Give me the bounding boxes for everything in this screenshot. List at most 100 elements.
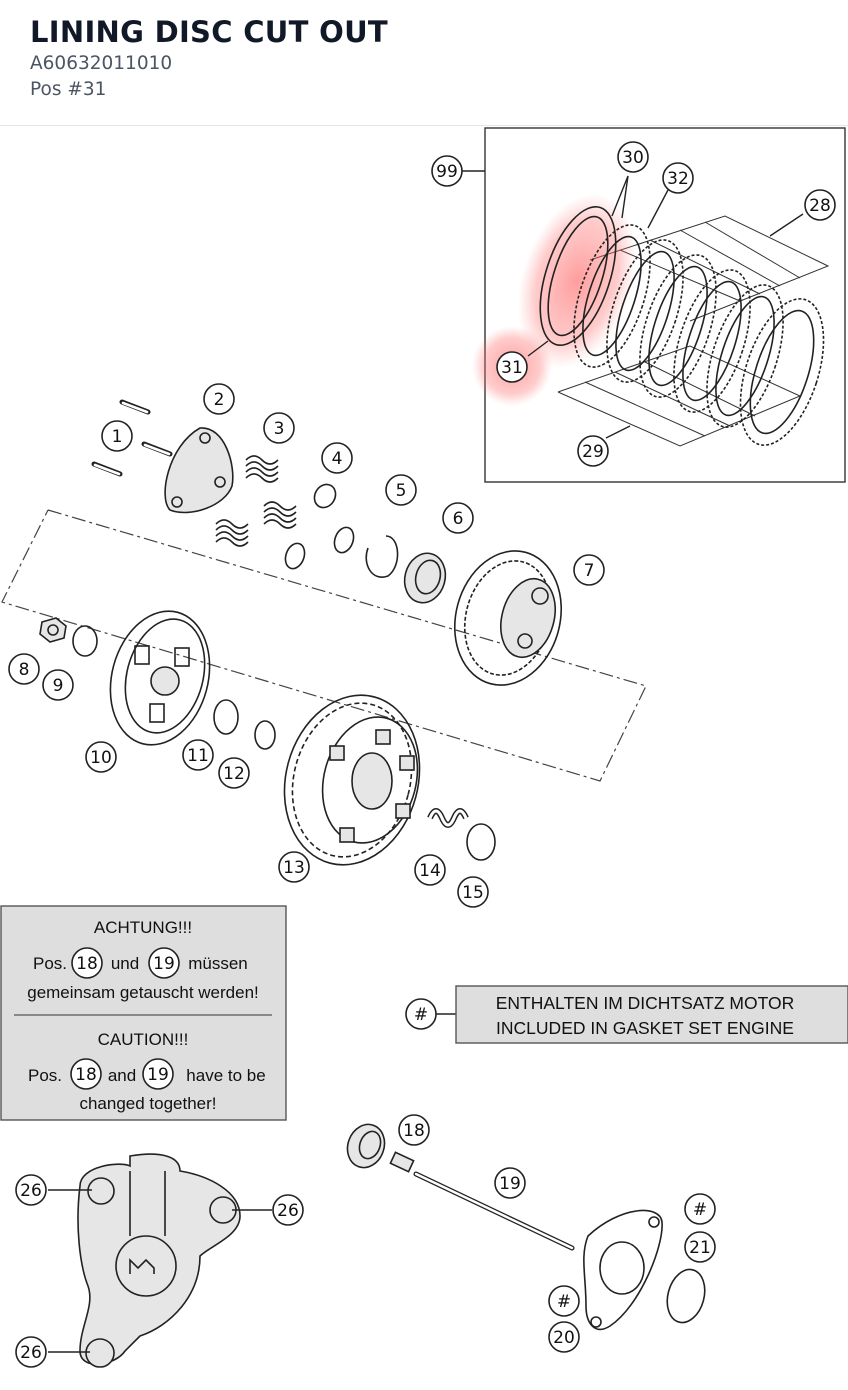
callout-20[interactable]: 20 [548, 1321, 580, 1353]
svg-text:6: 6 [453, 509, 464, 529]
warning-box: ACHTUNG!!! Pos. 18 und 19 müssen gemeins… [0, 905, 287, 1121]
part-2-plate [164, 427, 234, 514]
part-5-circlip [365, 535, 399, 578]
svg-text:9: 9 [53, 676, 64, 696]
legend-line-en: INCLUDED IN GASKET SET ENGINE [496, 1018, 794, 1038]
warning-ref-19-en: 19 [147, 1065, 169, 1085]
svg-text:13: 13 [283, 858, 305, 878]
svg-text:10: 10 [90, 748, 112, 768]
callout-13[interactable]: 13 [278, 851, 310, 883]
callout-hash-21[interactable]: # [684, 1193, 716, 1225]
part-4-washer-a [313, 483, 337, 509]
callout-31[interactable]: 31 [496, 351, 528, 383]
part-11-ring [213, 699, 239, 735]
part-number: A60632011010 [30, 53, 173, 74]
part-4-washer-c [284, 542, 306, 570]
part-20-gasket [583, 1209, 663, 1331]
svg-text:32: 32 [667, 169, 689, 189]
part-7-inner-hub [453, 550, 563, 686]
part-14-spring [427, 808, 469, 828]
warning-ref-19-de: 19 [153, 954, 175, 974]
svg-text:7: 7 [584, 561, 595, 581]
warning-title-en: CAUTION!!! [98, 1030, 189, 1049]
disc-pack-frame [484, 127, 846, 483]
svg-text:18: 18 [403, 1121, 425, 1141]
warning-und: und [111, 954, 139, 973]
svg-text:11: 11 [187, 746, 209, 766]
callout-14[interactable]: 14 [414, 854, 446, 886]
callout-9[interactable]: 9 [42, 669, 74, 701]
svg-text:28: 28 [809, 196, 831, 216]
callout-hash-20[interactable]: # [548, 1285, 580, 1317]
callout-5[interactable]: 5 [385, 474, 417, 506]
svg-text:5: 5 [396, 481, 407, 501]
part-21-o-ring [666, 1268, 706, 1324]
part-3-springs [215, 455, 297, 547]
svg-text:14: 14 [419, 861, 441, 881]
svg-text:19: 19 [499, 1174, 521, 1194]
svg-text:#: # [414, 1005, 428, 1025]
svg-text:26: 26 [20, 1181, 42, 1201]
callout-26-top[interactable]: 26 [15, 1174, 47, 1206]
callout-30[interactable]: 30 [617, 141, 649, 173]
part-15-washer [466, 823, 496, 861]
clutch-disc-stack [539, 206, 825, 446]
svg-text:26: 26 [20, 1343, 42, 1363]
part-13-outer-basket [283, 694, 421, 866]
part-6-bearing [403, 552, 447, 604]
svg-text:31: 31 [501, 358, 523, 378]
svg-text:29: 29 [582, 442, 604, 462]
warning-mid-de: müssen [188, 954, 248, 973]
warning-mid-en: have to be [186, 1066, 265, 1085]
callout-6[interactable]: 6 [442, 502, 474, 534]
part-1-bolts [91, 399, 173, 477]
legend-line-de: ENTHALTEN IM DICHTSATZ MOTOR [496, 993, 794, 1013]
svg-text:#: # [557, 1292, 571, 1312]
part-18-seal [346, 1123, 386, 1169]
svg-text:15: 15 [462, 883, 484, 903]
callout-11[interactable]: 11 [182, 739, 214, 771]
callout-26-bottom[interactable]: 26 [15, 1336, 47, 1368]
warning-title-de: ACHTUNG!!! [94, 918, 192, 937]
part-19-push-rod [389, 1151, 575, 1251]
svg-text:20: 20 [553, 1328, 575, 1348]
position-label: Pos #31 [30, 79, 107, 100]
callout-hash-legend[interactable]: # [405, 998, 437, 1030]
callout-18[interactable]: 18 [398, 1114, 430, 1146]
svg-text:21: 21 [689, 1238, 711, 1258]
callout-26-right[interactable]: 26 [272, 1194, 304, 1226]
exploded-parts-diagram: ACHTUNG!!! Pos. 18 und 19 müssen gemeins… [0, 127, 848, 1368]
callout-28[interactable]: 28 [804, 189, 836, 221]
page-title: LINING DISC CUT OUT [30, 15, 389, 49]
callout-8[interactable]: 8 [8, 653, 40, 685]
svg-text:12: 12 [223, 764, 245, 784]
page-header: LINING DISC CUT OUT A60632011010 Pos #31 [0, 0, 848, 126]
callout-12[interactable]: 12 [218, 757, 250, 789]
svg-text:30: 30 [622, 148, 644, 168]
callout-19[interactable]: 19 [494, 1167, 526, 1199]
callout-2[interactable]: 2 [203, 383, 235, 415]
gasket-legend: ENTHALTEN IM DICHTSATZ MOTOR INCLUDED IN… [436, 985, 848, 1044]
warning-ref-18-en: 18 [75, 1065, 97, 1085]
callout-7[interactable]: 7 [573, 554, 605, 586]
callout-21[interactable]: 21 [684, 1231, 716, 1263]
svg-text:99: 99 [436, 162, 458, 182]
callout-32[interactable]: 32 [662, 162, 694, 194]
callout-1[interactable]: 1 [101, 420, 133, 452]
callout-15[interactable]: 15 [457, 876, 489, 908]
svg-text:1: 1 [112, 427, 123, 447]
part-9-washer [72, 625, 98, 657]
callout-29[interactable]: 29 [577, 435, 609, 467]
callout-3[interactable]: 3 [263, 412, 295, 444]
warning-line2-de: gemeinsam getauscht werden! [27, 983, 259, 1002]
svg-text:3: 3 [274, 419, 285, 439]
callout-10[interactable]: 10 [85, 741, 117, 773]
svg-text:26: 26 [277, 1201, 299, 1221]
part-26-clutch-cover [77, 1153, 241, 1368]
callout-4[interactable]: 4 [321, 442, 353, 474]
warning-line2-en: changed together! [79, 1094, 216, 1113]
warning-ref-18-de: 18 [76, 954, 98, 974]
svg-text:4: 4 [332, 449, 343, 469]
disc-grid [557, 215, 830, 447]
callout-99[interactable]: 99 [431, 155, 463, 187]
